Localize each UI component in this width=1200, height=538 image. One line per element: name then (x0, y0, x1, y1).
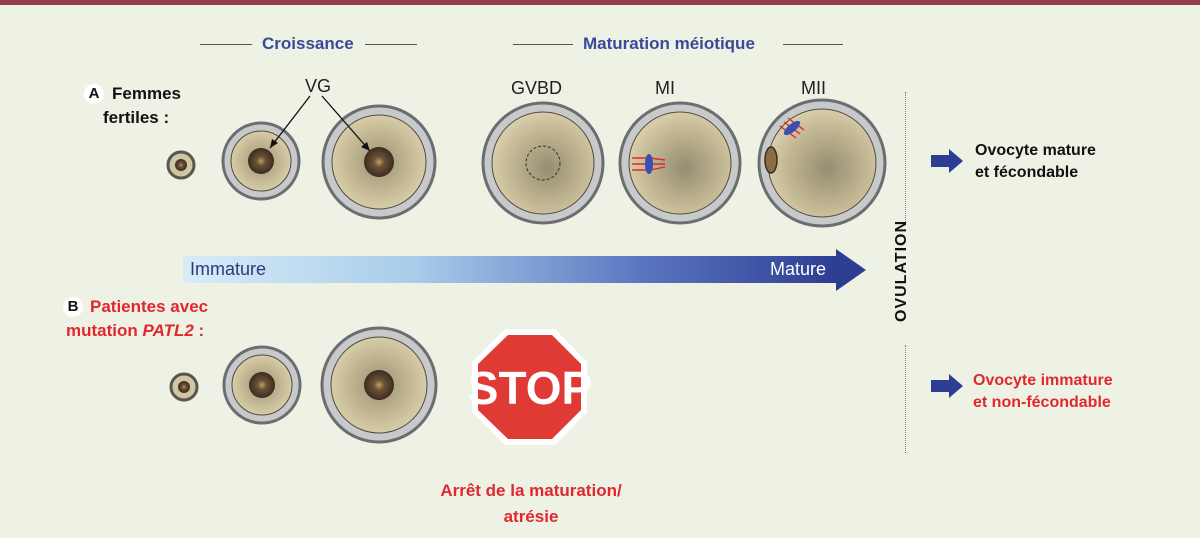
row-a-badge: A (84, 84, 104, 104)
oocyte-primordial-a (166, 150, 196, 180)
header-rule (513, 44, 573, 45)
outcome-a: Ovocyte mature et fécondable (975, 140, 1096, 184)
stage-label-mi: MI (655, 78, 675, 98)
oocyte-primordial-b (169, 372, 199, 402)
row-b-label-line1: Patientes avec (90, 297, 209, 316)
stop-text: STOP (468, 362, 592, 414)
outcome-b: Ovocyte immature et non-fécondable (973, 370, 1113, 414)
oocyte-mii (757, 98, 887, 228)
maturation-gradient-arrow (183, 256, 838, 283)
stage-label-vg: VG (305, 76, 332, 96)
oocyte-gvbd (481, 101, 605, 225)
row-b-label-line2: mutation PATL2 : (66, 321, 205, 340)
outcome-b-line2: et non-fécondable (973, 394, 1111, 411)
oocyte-vg-b (320, 326, 438, 444)
ovulation-divider-bottom (905, 345, 906, 453)
outcome-b-line1: Ovocyte immature (973, 372, 1113, 389)
outcome-a-line1: Ovocyte mature (975, 142, 1096, 159)
ovulation-label: OVULATION (893, 219, 910, 322)
maturation-gradient-arrowhead (836, 249, 866, 291)
outcome-arrow-b (931, 374, 963, 398)
polar-body (764, 146, 778, 174)
spindle-mii (779, 117, 805, 139)
spindle-mi (632, 154, 666, 174)
outcome-arrow-a (931, 149, 963, 173)
row-a-label-line2: fertiles : (103, 108, 170, 127)
stage-label-gvbd: GVBD (511, 78, 563, 98)
ovulation-divider-top (905, 92, 906, 222)
arrest-caption-line2: atrésie (503, 507, 559, 526)
vg-pointer-arrows (269, 95, 371, 152)
top-border (0, 0, 1200, 5)
oocyte-growing-b (222, 345, 302, 425)
oocyte-mi (618, 101, 742, 225)
outcome-a-line2: et fécondable (975, 164, 1079, 181)
mature-label: Mature (770, 259, 827, 279)
header-rule (783, 44, 843, 45)
header-rule (365, 44, 417, 45)
header-rule (200, 44, 252, 45)
maturation-header: Maturation méiotique (583, 34, 755, 53)
stage-label-mii: MII (801, 78, 826, 98)
row-a-label-line1: Femmes (112, 84, 181, 103)
immature-label: Immature (190, 259, 267, 279)
oocyte-growing-a (221, 121, 301, 201)
arrest-caption-line1: Arrêt de la maturation/ (440, 481, 622, 500)
stop-sign: STOP (468, 329, 592, 445)
row-b-badge: B (63, 297, 83, 317)
growth-header: Croissance (262, 34, 354, 53)
oocyte-vg-a (321, 104, 437, 220)
arrest-caption: Arrêt de la maturation/ atrésie (401, 478, 661, 530)
